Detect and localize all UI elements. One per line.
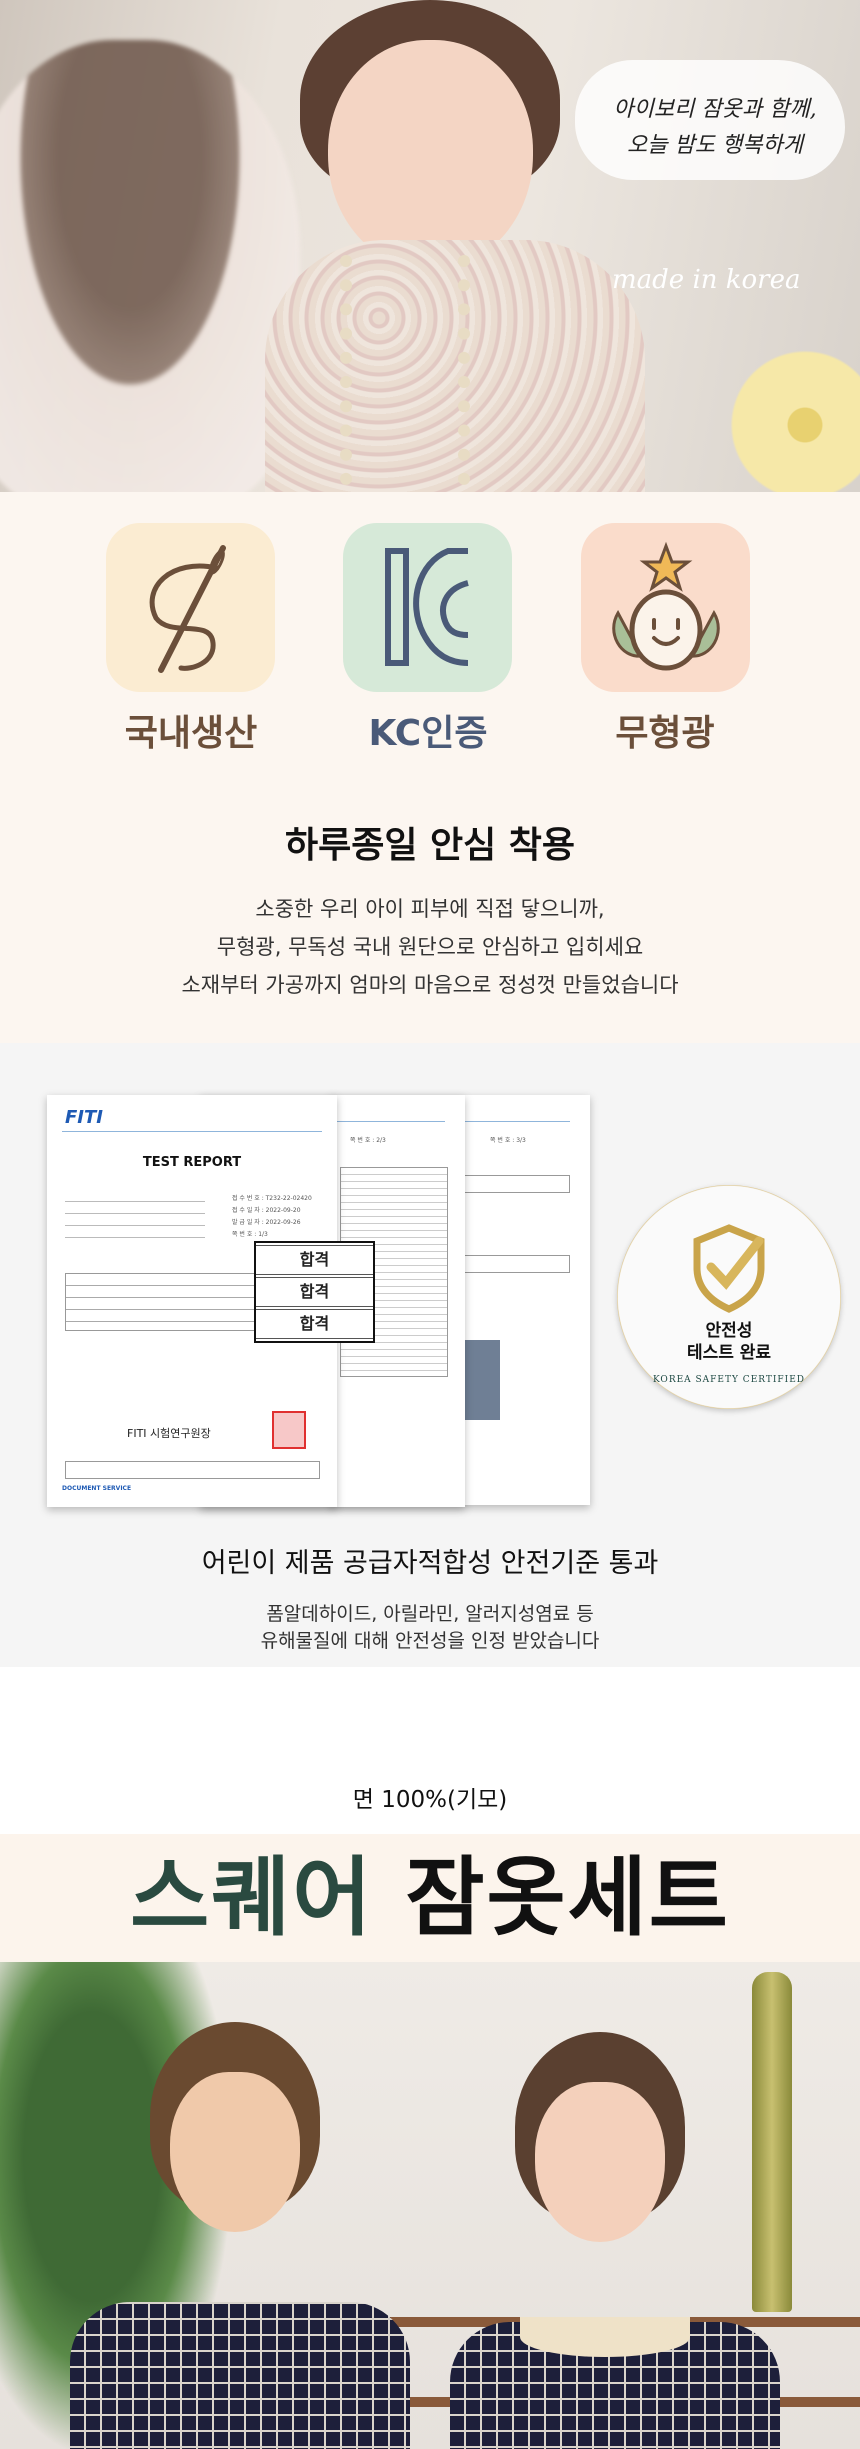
- badge-ring-text: KOREA SAFETY CERTIFIED: [652, 1375, 806, 1385]
- desc-line: 무형광, 무독성 국내 원단으로 안심하고 입히세요: [216, 935, 644, 959]
- boy-face: [170, 2072, 300, 2232]
- lace-trim: [340, 255, 470, 485]
- features-section: 국내생산 KC인증 무형광 하루종일 안심 착용 소중한 우리 아이 피부에 직…: [0, 492, 860, 1043]
- speech-bubble-text: 아이보리 잠옷과 함께, 오늘 밤도 행복하게: [590, 92, 840, 164]
- safe-wear-heading: 하루종일 안심 착용: [254, 816, 606, 868]
- page-number: 쪽 번 호 : 3/3: [490, 1137, 526, 1144]
- safety-description: 폼알데하이드, 아릴라민, 알러지성염료 등 유해물질에 대해 안전성을 인정 …: [0, 1601, 860, 1655]
- desc-line: 폼알데하이드, 아릴라민, 알러지성염료 등: [266, 1603, 594, 1625]
- document-service-label: DOCUMENT SERVICE: [62, 1485, 132, 1492]
- made-in-korea-text: made in korea: [612, 265, 801, 295]
- issue-date: 발 급 일 자 : 2022-09-26: [232, 1219, 301, 1226]
- page-number: 쪽 번 호 : 2/3: [350, 1137, 386, 1144]
- pass-result: 합격: [256, 1309, 373, 1339]
- receipt-number: 접 수 번 호 : T232-22-02420: [232, 1195, 312, 1202]
- lace-collar: [520, 2317, 690, 2357]
- fabric-composition: 면 100%(기모): [352, 1787, 508, 1813]
- girl-pajama: [265, 240, 645, 492]
- pass-results-box: 합격 합격 합격: [254, 1241, 375, 1343]
- boy-plaid-pajama: [70, 2302, 410, 2449]
- desc-line: 소재부터 가공까지 엄마의 마음으로 정성껏 만들었습니다: [181, 973, 679, 997]
- official-seal: [272, 1411, 306, 1449]
- blurred-child-foreground: [0, 40, 300, 492]
- issuer-name: FITI 시험연구원장: [127, 1427, 211, 1440]
- page-number: 쪽 번 호 : 1/3: [232, 1231, 268, 1238]
- fiti-logo: FITI: [65, 1107, 103, 1128]
- feature-label-domestic: 국내생산: [124, 713, 258, 754]
- girl-face: [535, 2082, 665, 2242]
- product-photo: [0, 1962, 860, 2449]
- flower-decoration: [720, 340, 860, 492]
- product-title-accent: 스퀘어: [130, 1848, 374, 1948]
- product-title-rest: 잠옷세트: [405, 1848, 730, 1948]
- pass-result: 합격: [256, 1277, 373, 1307]
- desc-line: 유해물질에 대해 안전성을 인정 받았습니다: [260, 1630, 600, 1652]
- girl-plaid-pajama: [450, 2322, 780, 2449]
- badge-line-1: 안전성: [705, 1321, 753, 1341]
- feature-label-kc: KC인증: [368, 713, 488, 754]
- feature-description: 소중한 우리 아이 피부에 직접 닿으니까, 무형광, 무독성 국내 원단으로 …: [0, 890, 860, 1004]
- hero-photo: 아이보리 잠옷과 함께, 오늘 밤도 행복하게 made in korea: [0, 0, 860, 492]
- smiling-sprout-icon: [581, 523, 750, 692]
- bottle: [752, 1972, 792, 2312]
- kc-mark-icon: [343, 523, 512, 692]
- safety-heading: 어린이 제품 공급자적합성 안전기준 통과: [187, 1541, 672, 1582]
- safety-heading-wrap: 어린이 제품 공급자적합성 안전기준 통과: [0, 1541, 860, 1582]
- receipt-date: 접 수 일 자 : 2022-09-20: [232, 1207, 301, 1214]
- product-title-band: 스퀘어 잠옷세트: [0, 1834, 860, 1962]
- safety-certified-badge: 안전성 테스트 완료 KOREA SAFETY CERTIFIED: [617, 1185, 841, 1409]
- feature-label-nonfluorescent: 무형광: [615, 713, 715, 754]
- safe-wear-heading-wrap: 하루종일 안심 착용: [0, 816, 860, 868]
- speech-bubble: [575, 60, 845, 180]
- bubble-line-2: 오늘 밤도 행복하게: [627, 133, 803, 158]
- safety-section: 쪽 번 호 : 3/3 쪽 번 호 : 2/3 FITI TEST REPORT…: [0, 1043, 860, 1667]
- pass-result: 합격: [256, 1245, 373, 1275]
- desc-line: 소중한 우리 아이 피부에 직접 닿으니까,: [255, 897, 605, 921]
- bubble-line-1: 아이보리 잠옷과 함께,: [613, 97, 817, 122]
- girl-face: [328, 40, 533, 270]
- report-title: TEST REPORT: [142, 1155, 242, 1170]
- product-title: 스퀘어 잠옷세트: [0, 1834, 860, 1962]
- needle-thread-icon: [106, 523, 275, 692]
- shield-check-icon: [693, 1224, 765, 1313]
- badge-line-2: 테스트 완료: [686, 1343, 772, 1363]
